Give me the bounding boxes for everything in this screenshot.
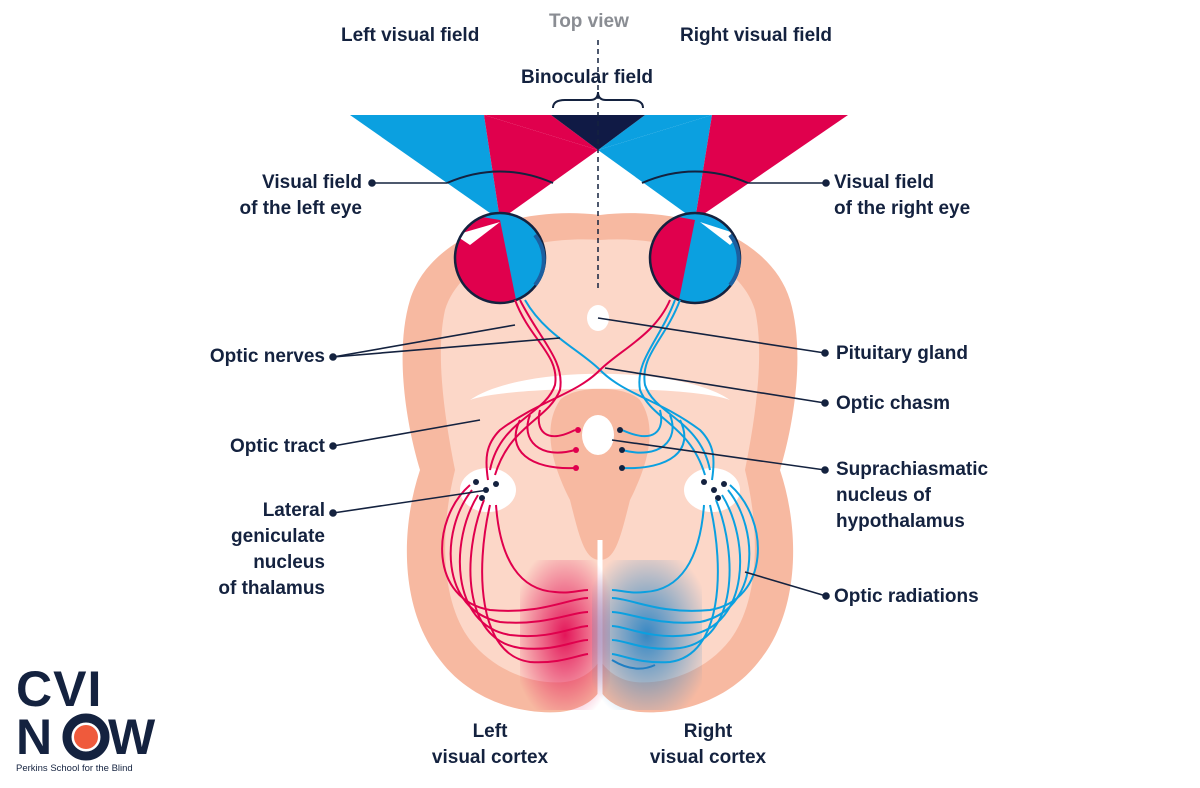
- leader-lines: [329, 179, 830, 600]
- visual-fields: [350, 115, 848, 220]
- left-blue-top: [598, 115, 712, 150]
- left-visual-cortex-label: Left visual cortex: [410, 719, 570, 771]
- optic-tract-label: Optic tract: [229, 436, 325, 457]
- optic-radiations: [441, 484, 759, 670]
- optic-radiations-label: Optic radiations: [834, 586, 979, 607]
- lgn-line3: nucleus: [253, 552, 325, 573]
- suprachiasmatic-label: Suprachiasmatic nucleus of hypothalamus: [836, 457, 988, 535]
- visual-field-left-eye-line2: of the left eye: [239, 198, 362, 219]
- right-cortex-line2: visual cortex: [649, 747, 767, 768]
- visual-field-left-eye-label: Visual field of the left eye: [210, 170, 362, 222]
- hypothalamus-fibers: [514, 409, 686, 471]
- right-visual-cortex-label: Right visual cortex: [628, 719, 788, 771]
- logo-now-n: N: [16, 709, 54, 765]
- chiasm-white-band: [470, 373, 730, 400]
- lgn-line4: of thalamus: [218, 578, 325, 599]
- lgn-line1: Lateral: [262, 500, 325, 521]
- right-visual-field-label: Right visual field: [680, 25, 833, 46]
- lgn-dots: [473, 479, 727, 501]
- logo-subtitle: Perkins School for the Blind: [16, 763, 133, 774]
- visual-field-left-eye-line1: Visual field: [262, 172, 362, 193]
- right-eye-red-field: [695, 115, 848, 220]
- logo-now-w: W: [108, 709, 157, 765]
- binocular-field-label: Binocular field: [521, 67, 653, 88]
- left-cortex-line1: Left: [472, 721, 508, 742]
- left-cortex-line2: visual cortex: [431, 747, 549, 768]
- top-view-label: Top view: [549, 11, 629, 32]
- suprachiasmatic-nucleus: [582, 415, 614, 455]
- visual-field-right-eye-line1: Visual field: [834, 172, 934, 193]
- logo-o-center: [74, 725, 98, 749]
- left-visual-field-label: Left visual field: [341, 25, 480, 46]
- suprachiasmatic-line3: hypothalamus: [836, 511, 965, 532]
- logo-cvi: CVI: [16, 661, 103, 717]
- left-field-arc: [446, 170, 554, 184]
- visual-field-right-eye-label: Visual field of the right eye: [834, 170, 970, 222]
- right-field-arc: [641, 170, 749, 184]
- left-eye-blue-field: [350, 115, 500, 220]
- brain: [402, 213, 798, 713]
- logo-o-dot: [62, 713, 110, 761]
- suprachiasmatic-line1: Suprachiasmatic: [836, 459, 989, 480]
- optic-nerves-label: Optic nerves: [209, 346, 325, 367]
- lgn-line2: geniculate: [231, 526, 325, 547]
- lgn-label: Lateral geniculate nucleus of thalamus: [170, 498, 325, 602]
- optic-chasm-label: Optic chasm: [836, 393, 951, 414]
- right-red-top: [484, 115, 598, 150]
- pituitary-gland-label: Pituitary gland: [836, 343, 968, 364]
- binocular-brace: [552, 91, 644, 109]
- visual-field-right-eye-line2: of the right eye: [834, 198, 971, 219]
- suprachiasmatic-line2: nucleus of: [836, 485, 932, 506]
- right-cortex-line1: Right: [683, 721, 733, 742]
